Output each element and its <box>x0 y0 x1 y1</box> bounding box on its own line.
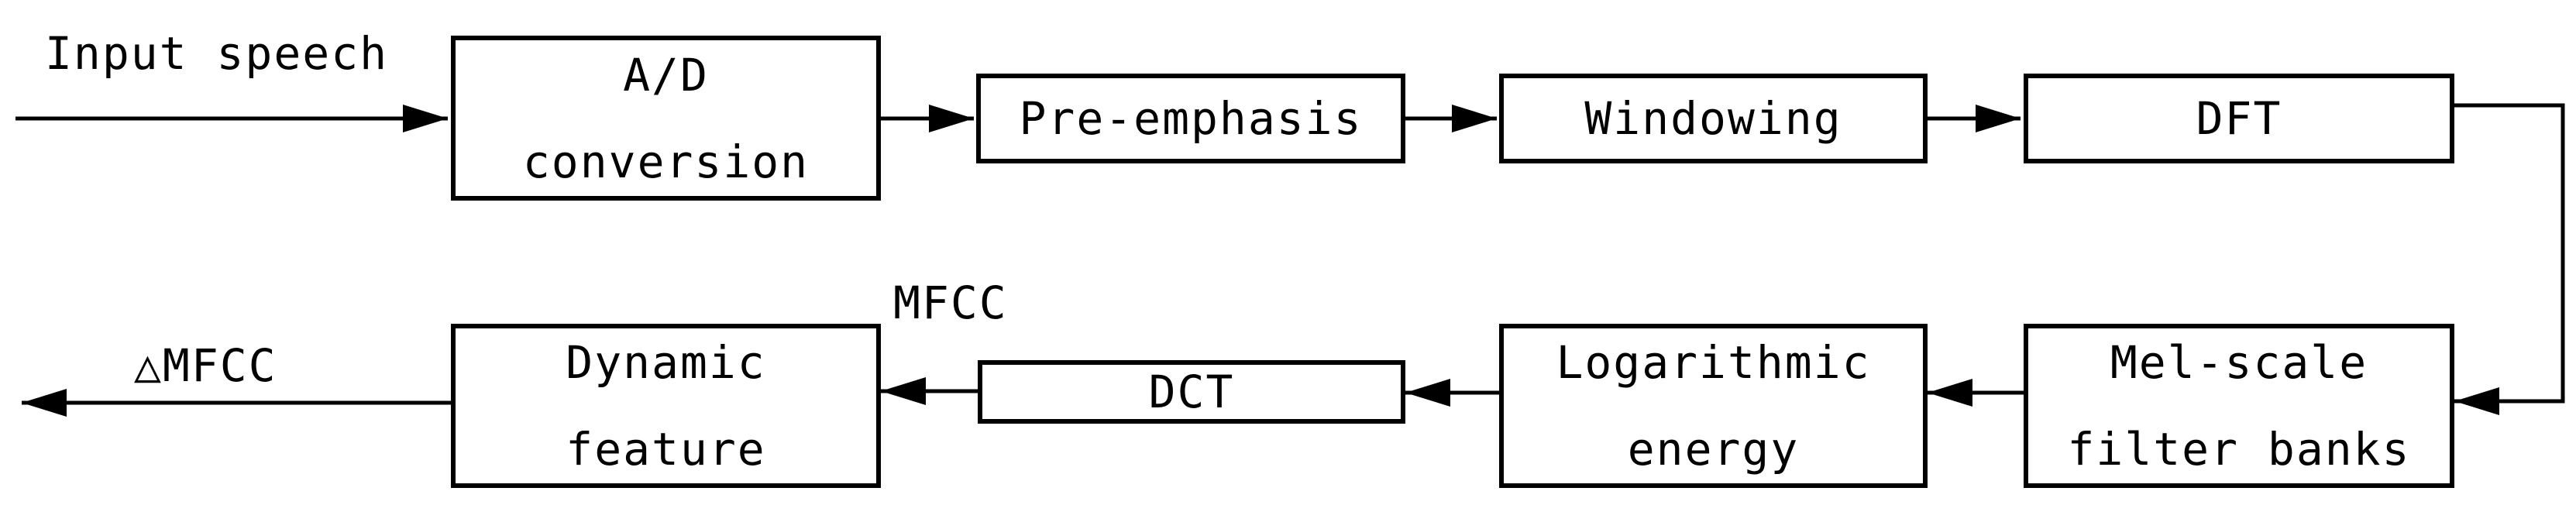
dft-block: DFT <box>2024 74 2454 163</box>
log-line1: Logarithmic <box>1556 336 1871 389</box>
dft-label: DFT <box>2196 92 2282 145</box>
log-line2: energy <box>1627 423 1800 476</box>
ad-conversion-line2: conversion <box>522 135 810 188</box>
dynamic-line1: Dynamic <box>566 336 766 389</box>
mel-line2: filter banks <box>2067 423 2411 476</box>
logarithmic-energy-block: Logarithmic energy <box>1499 324 1928 488</box>
ad-conversion-line1: A/D <box>623 48 709 101</box>
dynamic-feature-block: Dynamic feature <box>451 324 881 488</box>
delta-mfcc-label: △MFCC <box>134 339 277 392</box>
mel-filter-banks-block: Mel-scale filter banks <box>2024 324 2454 488</box>
pre-emphasis-label: Pre-emphasis <box>1019 92 1363 145</box>
dct-label: DCT <box>1148 366 1235 418</box>
dct-block: DCT <box>978 360 1405 424</box>
dynamic-line2: feature <box>566 423 766 476</box>
mel-line1: Mel-scale <box>2110 336 2368 389</box>
arrow-dft-to-mel <box>2454 103 2565 415</box>
mfcc-label: MFCC <box>893 277 1008 329</box>
ad-conversion-block: A/D conversion <box>451 36 881 201</box>
pre-emphasis-block: Pre-emphasis <box>976 74 1405 163</box>
windowing-block: Windowing <box>1499 74 1928 163</box>
input-speech-label: Input speech <box>45 27 389 80</box>
windowing-label: Windowing <box>1584 92 1842 145</box>
